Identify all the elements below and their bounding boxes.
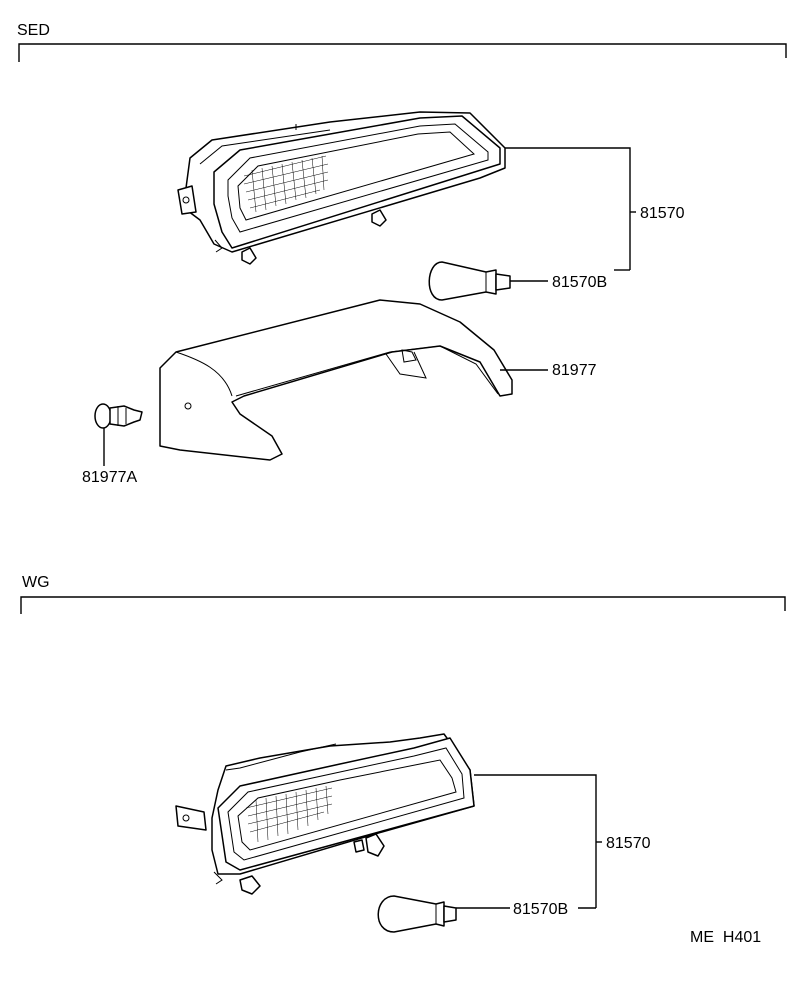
high-mount-stop-lamp-wg <box>175 733 475 895</box>
part-number-cover-sed: 81977 <box>552 362 597 379</box>
diagram-code: ME H401 <box>690 929 761 946</box>
section-bracket-wg <box>20 596 786 614</box>
part-number-clip-sed: 81977A <box>82 469 137 486</box>
section-label-wg: WG <box>22 574 50 591</box>
part-number-lamp-wg: 81570 <box>606 835 651 852</box>
part-number-lamp-sed: 81570 <box>640 205 685 222</box>
bulb-sed <box>428 261 511 301</box>
section-label-sed: SED <box>17 22 50 39</box>
leader-lamp-wg <box>474 774 597 908</box>
lens-grid-sed <box>243 155 329 213</box>
part-number-bulb-wg: 81570B <box>513 901 568 918</box>
section-bracket-sed <box>18 43 787 62</box>
clip-sed <box>94 403 143 429</box>
lamp-cover-sed <box>159 299 513 461</box>
wg-section: WG 81570 <box>20 574 786 933</box>
part-number-bulb-sed: 81570B <box>552 274 607 291</box>
high-mount-stop-lamp-sed <box>177 111 506 265</box>
bulb-wg <box>377 895 457 933</box>
leader-lamp-sed <box>505 147 631 270</box>
sed-section: SED 81570 <box>17 22 787 486</box>
lens-grid-wg <box>245 785 333 843</box>
